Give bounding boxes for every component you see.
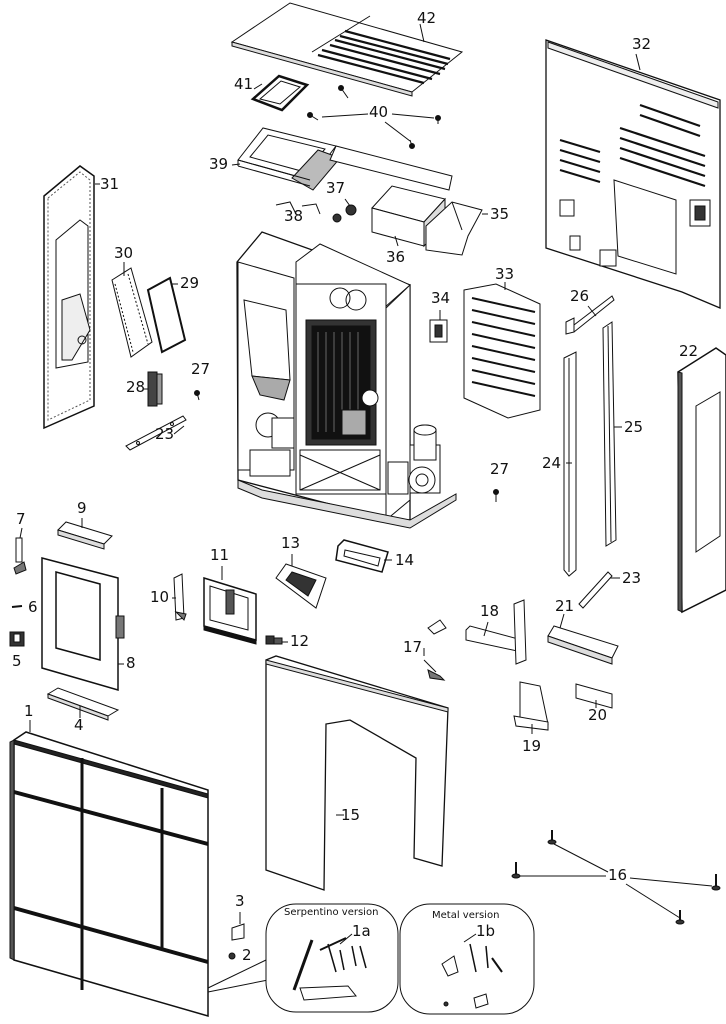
label-1: 1 [24,702,34,720]
part-24-upright [563,351,577,577]
label-33: 33 [495,265,515,283]
label-19: 19 [522,737,542,755]
part-22-side-panel-right [677,347,726,614]
label-36: 36 [386,248,406,266]
label-6: 6 [28,598,38,616]
part-37-knobs [332,204,357,223]
part-11-frame [203,576,257,645]
label-7: 7 [16,510,26,528]
label-17: 17 [403,638,423,656]
part-4-bar [46,687,120,721]
part-23-rail-left [125,415,187,451]
part-10-bracket [173,573,187,621]
label-25: 25 [624,418,644,436]
part-27-screw-left [194,390,200,401]
part-42-top-cover [230,2,464,97]
label-37: 37 [326,179,346,197]
part-26-bracket [565,295,615,335]
label-9: 9 [77,499,87,517]
part-16-feet [511,830,721,925]
label-41: 41 [234,75,254,93]
label-28: 28 [126,378,146,396]
label-18: 18 [480,602,500,620]
part-21-rail [547,625,619,665]
part-9-bar [57,521,113,550]
part-7-hinge [13,537,27,575]
part-6-screw [11,605,23,608]
label-2: 2 [242,946,252,964]
label-10: 10 [150,588,170,606]
label-22: 22 [679,342,699,360]
part-5-handle [9,631,25,647]
serpentino-version-box [265,903,399,1013]
caption-serpentino-version: Serpentino version [284,907,379,918]
label-35: 35 [490,205,510,223]
label-30: 30 [114,244,134,262]
label-1b: 1b [476,922,496,940]
label-42: 42 [417,9,437,27]
part-39-top-frame [237,127,453,191]
label-27-right: 27 [490,460,510,478]
part-30-plate [111,267,153,358]
part-20-plate [575,683,613,709]
label-13: 13 [281,534,301,552]
label-1a: 1a [352,922,371,940]
part-18-bracket [465,599,527,665]
label-21: 21 [555,597,575,615]
label-27-left: 27 [191,360,211,378]
label-16: 16 [608,866,628,884]
part-17-bracket [423,619,447,681]
label-23-left: 23 [155,425,175,443]
label-39: 39 [209,155,229,173]
part-3-clip [231,923,245,941]
part-38-brackets [275,201,321,215]
part-1-front-panel [9,731,209,1017]
part-2-washer [228,952,236,960]
part-40-screws [307,85,441,149]
part-31-side-panel [43,165,95,430]
label-12: 12 [290,632,310,650]
part-23-rail-right [578,571,613,609]
label-38: 38 [284,207,304,225]
label-26: 26 [570,287,590,305]
part-29-glass [146,276,187,354]
label-24: 24 [542,454,562,472]
part-27-screw-right [493,489,499,502]
part-34-plate [429,319,448,343]
label-8: 8 [126,654,136,672]
part-35-36-ducts [371,185,483,256]
label-32: 32 [632,35,652,53]
label-15: 15 [341,806,361,824]
label-5: 5 [12,652,22,670]
part-32-back-panel [545,39,721,309]
label-40: 40 [369,103,389,121]
part-41-gasket [250,74,310,112]
part-14-gasket [335,539,389,573]
part-25-upright [602,321,617,547]
label-20: 20 [588,706,608,724]
label-3: 3 [235,892,245,910]
label-11: 11 [210,546,230,564]
part-15-base-plate [265,655,449,891]
part-33-grille-panel [463,283,541,419]
part-8-door-frame [41,557,125,691]
part-12-clip [265,635,283,645]
caption-metal-version: Metal version [432,910,500,921]
part-13-plate [275,563,327,609]
label-31: 31 [100,175,120,193]
part-28-clip [147,371,163,407]
label-34: 34 [431,289,451,307]
label-14: 14 [395,551,415,569]
stove-main-frame [236,231,457,529]
label-4: 4 [74,716,84,734]
part-19-bracket [513,681,549,731]
label-23-right: 23 [622,569,642,587]
metal-version-box [399,903,535,1015]
label-29: 29 [180,274,200,292]
